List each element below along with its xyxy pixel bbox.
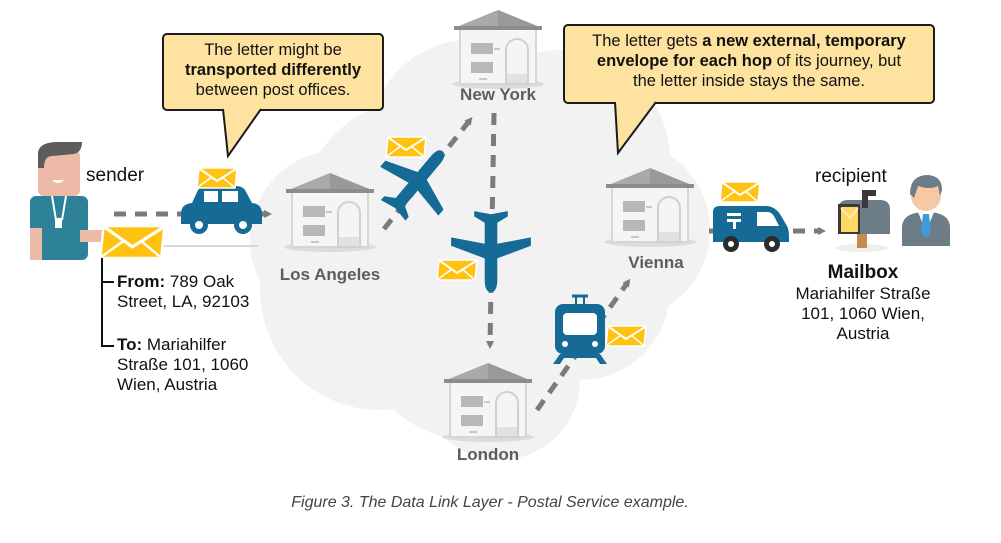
train-icon — [553, 294, 607, 364]
callout-transport-tail — [222, 108, 262, 159]
mailbox-title: Mailbox — [827, 262, 899, 283]
envelope-on-plane-2-icon — [436, 259, 478, 281]
callout-transport: The letter might be transported differen… — [162, 33, 384, 111]
from-text-line2: Street, LA, 92103 — [117, 292, 250, 311]
sender-person-icon — [30, 142, 102, 260]
figure-caption: Figure 3. The Data Link Layer - Postal S… — [291, 494, 689, 511]
arrow-london-to-vienna — [534, 278, 631, 412]
callout-envelope-bold2: envelope for each hop — [596, 52, 773, 70]
mailbox-address-line3: Austria — [836, 324, 890, 343]
from-text: 789 Oak — [165, 272, 235, 291]
letter-envelope-icon — [98, 224, 166, 260]
recipient-label: recipient — [815, 166, 887, 187]
callout-envelope-line1: The letter gets — [592, 32, 703, 50]
to-address: To: Mariahilfer Straße 101, 1060 Wien, A… — [117, 335, 248, 395]
to-text-line2: Straße 101, 1060 — [117, 355, 249, 374]
city-label-london: London — [456, 445, 520, 464]
callout-envelope-line2: of its journey, but — [772, 52, 902, 70]
callout-transport-line3: between post offices. — [195, 81, 351, 99]
address-tree-line — [101, 258, 114, 347]
callout-envelope-tail — [614, 101, 657, 156]
envelope-on-car-icon — [196, 167, 238, 189]
callout-transport-bold: transported differently — [184, 61, 362, 79]
callout-envelope-bold1: a new external, temporary — [702, 32, 906, 50]
car-icon — [181, 186, 262, 234]
callout-transport-line1: The letter might be — [204, 41, 342, 59]
from-label: From: — [117, 272, 166, 291]
postal-van-icon — [713, 206, 789, 252]
from-address: From: 789 Oak Street, LA, 92103 — [117, 272, 249, 312]
city-label-new-york: New York — [460, 85, 536, 104]
to-text-line3: Wien, Austria — [117, 375, 218, 394]
mailbox-address-line2: 101, 1060 Wien, — [801, 304, 925, 323]
recipient-person-icon — [902, 175, 950, 246]
mailbox-address-line1: Mariahilfer Straße — [795, 284, 931, 303]
sender-label: sender — [86, 165, 145, 186]
callout-envelope: The letter gets a new external, temporar… — [563, 24, 935, 104]
city-label-los-angeles: Los Angeles — [279, 265, 381, 284]
callout-envelope-line3: the letter inside stays the same. — [632, 72, 866, 90]
mailbox-address: Mailbox Mariahilfer Straße 101, 1060 Wie… — [774, 262, 952, 344]
envelope-on-van-icon — [719, 181, 761, 203]
city-label-vienna: Vienna — [628, 253, 684, 272]
envelope-on-plane-1-icon — [385, 136, 427, 158]
to-text: Mariahilfer — [142, 335, 227, 354]
mailbox-icon — [836, 190, 890, 252]
to-label: To: — [117, 335, 143, 354]
envelope-on-train-icon — [605, 325, 647, 347]
post-office-new-york-icon — [451, 9, 545, 90]
